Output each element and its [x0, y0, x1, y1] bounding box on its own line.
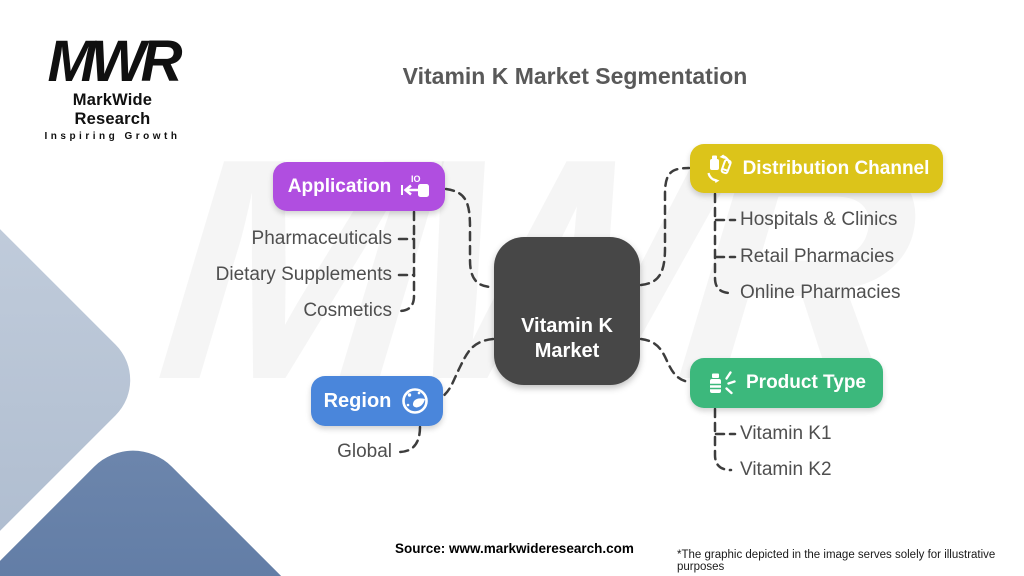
branch-application-label: Application	[287, 175, 392, 197]
medicine-bottle-icon	[707, 368, 737, 398]
connector-center-region	[440, 337, 495, 399]
connector-center-distribution	[639, 166, 691, 287]
branch-region: Region	[311, 376, 443, 426]
branch-application: Application IO	[273, 162, 445, 211]
input-output-icon: IO	[400, 173, 430, 200]
brand-logo: MWR MarkWide Research Inspiring Growth	[35, 29, 190, 143]
leaf-retail-pharmacies: Retail Pharmacies	[740, 246, 895, 267]
branch-product-type-label: Product Type	[746, 372, 866, 393]
connector-region-global	[397, 425, 422, 454]
connector-center-product	[639, 337, 691, 384]
globe-icon	[400, 386, 430, 416]
leaf-cosmetics: Cosmetics	[303, 300, 392, 321]
disclaimer-note: *The graphic depicted in the image serve…	[677, 549, 996, 573]
central-node-line2: Market	[534, 339, 600, 362]
leaf-pharmaceuticals: Pharmaceuticals	[251, 228, 392, 249]
source-note: Source: www.markwideresearch.com	[395, 541, 634, 556]
svg-text:IO: IO	[411, 174, 421, 184]
supply-cycle-icon	[704, 154, 734, 184]
page-title: Vitamin K Market Segmentation	[402, 63, 748, 89]
brand-logo-mark: MWR	[47, 29, 183, 94]
leaf-hospitals-clinics: Hospitals & Clinics	[740, 209, 898, 230]
central-node-vitamin-k-market: Vitamin K Market	[494, 237, 640, 385]
branch-distribution-channel-label: Distribution Channel	[742, 157, 930, 179]
connector-application-center	[444, 187, 495, 289]
branch-distribution-channel: Distribution Channel	[690, 144, 943, 193]
brand-tagline: Inspiring Growth	[44, 131, 181, 143]
leaf-online-pharmacies: Online Pharmacies	[740, 282, 901, 303]
brand-name: MarkWide Research	[72, 91, 153, 129]
central-node-line1: Vitamin K	[521, 315, 613, 338]
branch-region-label: Region	[323, 389, 392, 412]
connector-application-items	[397, 210, 416, 313]
branch-product-type: Product Type	[690, 358, 883, 408]
leaf-vitamin-k2: Vitamin K2	[740, 459, 832, 480]
connector-distribution-items	[713, 192, 733, 295]
connector-product-items	[713, 407, 733, 472]
leaf-vitamin-k1: Vitamin K1	[740, 423, 832, 444]
leaf-global: Global	[337, 441, 392, 462]
leaf-dietary-supplements: Dietary Supplements	[215, 264, 392, 285]
